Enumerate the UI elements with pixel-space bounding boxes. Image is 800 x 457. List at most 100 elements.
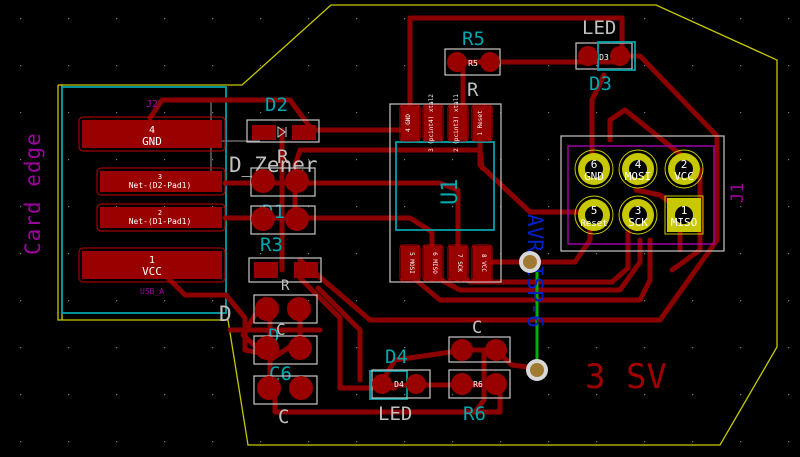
usb-connector-j2[interactable]: J2 4 GND 3 Net-(D2-Pad1) 2 Net-(D1-Pad1)… bbox=[78, 99, 226, 296]
c-top-pad-2[interactable] bbox=[485, 339, 507, 361]
r6-pad-1[interactable] bbox=[451, 373, 473, 395]
component-c6[interactable]: C6 C bbox=[253, 363, 318, 428]
c-low-pad-2[interactable] bbox=[287, 297, 311, 321]
component-r3[interactable]: R3 bbox=[248, 234, 322, 283]
u1-pin-label: 5 MOSI bbox=[408, 252, 415, 274]
u1-pin-1[interactable] bbox=[473, 106, 491, 140]
r6-pad-label: R6 bbox=[473, 380, 483, 389]
grid-dot bbox=[356, 65, 358, 67]
d-low-pad-2[interactable] bbox=[288, 336, 312, 360]
grid-dot bbox=[548, 441, 550, 443]
usb-pad-3[interactable] bbox=[100, 171, 222, 192]
grid-dot bbox=[308, 300, 310, 302]
u1-pin-outline bbox=[422, 104, 444, 142]
r5-pad-1[interactable] bbox=[447, 52, 467, 72]
d-low-ref: D bbox=[219, 302, 232, 326]
grid-dot bbox=[644, 347, 646, 349]
u1-pin-label: 2 (pcint3) xtal1 bbox=[453, 94, 460, 152]
grid-dot bbox=[212, 159, 214, 161]
usb-pad-1[interactable] bbox=[82, 251, 222, 279]
d-low-pad-1[interactable] bbox=[255, 336, 279, 360]
grid-dot bbox=[692, 347, 694, 349]
isp-pin-num: 3 bbox=[635, 204, 642, 217]
u1-pin-7[interactable] bbox=[449, 246, 467, 280]
c-top-pad-1[interactable] bbox=[451, 339, 473, 361]
r-top-value: R bbox=[277, 146, 289, 168]
d1-pad-2[interactable] bbox=[285, 207, 309, 231]
grid-dot bbox=[788, 206, 790, 208]
led-d3[interactable]: LED D3 D3 bbox=[575, 17, 636, 95]
via-vcc[interactable] bbox=[519, 251, 541, 273]
copper-tracks bbox=[147, 15, 720, 415]
grid-dot bbox=[68, 112, 70, 114]
resistor-r-top[interactable] bbox=[250, 167, 316, 197]
r6-pad-2[interactable] bbox=[485, 373, 507, 395]
d3-pad-2[interactable] bbox=[610, 46, 630, 66]
grid-dot bbox=[644, 441, 646, 443]
grid-dot bbox=[692, 441, 694, 443]
d4-ref: D4 bbox=[385, 346, 408, 368]
grid-dot bbox=[356, 206, 358, 208]
grid-dot bbox=[404, 65, 406, 67]
usb-pad-2[interactable] bbox=[100, 207, 222, 228]
grid-dot bbox=[596, 347, 598, 349]
grid-dot bbox=[740, 65, 742, 67]
d4-pad-1[interactable] bbox=[372, 374, 392, 394]
r5-pad-label: R5 bbox=[468, 59, 478, 68]
grid-dot bbox=[644, 112, 646, 114]
r3-pad-1[interactable] bbox=[254, 262, 278, 278]
led-d4[interactable]: D4 D4 LED bbox=[369, 346, 431, 425]
c-low-pad-1[interactable] bbox=[255, 297, 279, 321]
isp-pin-hole bbox=[629, 160, 647, 178]
grid-dot bbox=[548, 159, 550, 161]
isp-pin-num: 1 bbox=[681, 204, 688, 217]
isp-pin-num: 4 bbox=[635, 158, 642, 171]
u1-pin-8[interactable] bbox=[473, 246, 491, 280]
u1-pin-3[interactable] bbox=[424, 106, 442, 140]
u1-pin-5[interactable] bbox=[401, 246, 419, 280]
u1-pin-6[interactable] bbox=[424, 246, 442, 280]
grid-dot bbox=[164, 159, 166, 161]
grid-dot bbox=[116, 65, 118, 67]
usb-pad-4[interactable] bbox=[82, 120, 222, 148]
grid-dot bbox=[212, 394, 214, 396]
capacitor-c-low[interactable]: C bbox=[253, 294, 318, 339]
d4-value: LED bbox=[378, 403, 412, 425]
grid-dot bbox=[548, 65, 550, 67]
u1-pin-label: 1 Reset bbox=[477, 110, 484, 136]
isp-pin-hole bbox=[585, 160, 603, 178]
component-d-low[interactable]: D bbox=[253, 325, 318, 365]
d1-pad-1[interactable] bbox=[251, 207, 275, 231]
c6-pad-1[interactable] bbox=[257, 376, 281, 400]
grid-dot bbox=[20, 18, 22, 20]
r5-ref: R5 bbox=[462, 28, 485, 50]
r3-pad-2[interactable] bbox=[294, 262, 318, 278]
isp-pin-hole bbox=[629, 206, 647, 224]
c6-pad-2[interactable] bbox=[289, 376, 313, 400]
via-gnd[interactable] bbox=[526, 359, 548, 381]
r-top-pad-1[interactable] bbox=[251, 169, 275, 193]
component-d2[interactable]: D2 bbox=[246, 94, 320, 143]
grid-dot bbox=[596, 253, 598, 255]
component-d1[interactable]: D1 bbox=[250, 201, 316, 235]
card-edge-label: Card edge bbox=[21, 132, 45, 255]
u1-pin-2[interactable] bbox=[449, 106, 467, 140]
d4-pad-2[interactable] bbox=[406, 374, 426, 394]
usb-pad-1-num: 1 bbox=[149, 255, 155, 266]
resistor-r6[interactable]: R6 R6 bbox=[448, 369, 511, 425]
grid-dot bbox=[260, 18, 262, 20]
r5-pad-2[interactable] bbox=[480, 52, 500, 72]
d3-pad-1[interactable] bbox=[578, 46, 598, 66]
d2-pad-1[interactable] bbox=[252, 125, 276, 140]
r-top-pad-2[interactable] bbox=[285, 169, 309, 193]
u1-pin-4[interactable] bbox=[401, 106, 419, 140]
grid-dot bbox=[212, 206, 214, 208]
isp-pin-num: 5 bbox=[591, 204, 598, 217]
resistor-r5[interactable]: R5 R5 R bbox=[444, 28, 501, 101]
capacitor-c-top[interactable]: C bbox=[448, 318, 511, 363]
d2-pad-2[interactable] bbox=[292, 125, 316, 140]
isp-pin-name: VCC bbox=[674, 170, 694, 183]
